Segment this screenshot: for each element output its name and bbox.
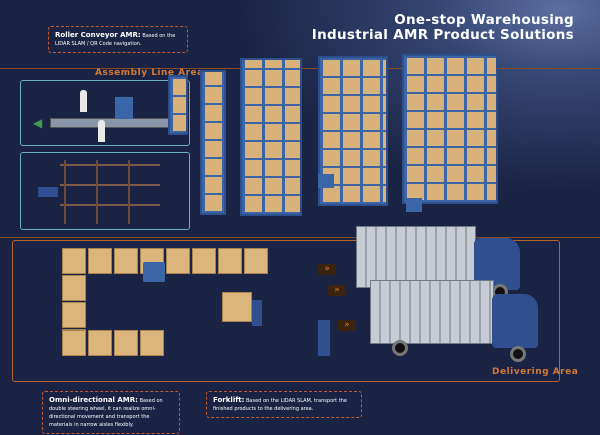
cargo-box	[192, 248, 216, 274]
cargo-box	[88, 248, 112, 274]
direction-arrow-icon: »	[318, 264, 336, 275]
assembly-area-label: Assembly Line Area	[95, 68, 204, 78]
forklift-load	[222, 292, 252, 322]
assembly-line-cell	[20, 80, 190, 146]
cargo-box	[114, 248, 138, 274]
truck-wheel	[510, 346, 526, 362]
cargo-box	[166, 248, 190, 274]
storage-rack	[200, 70, 226, 215]
roller-conveyor-callout: Roller Conveyor AMR: Based on the LIDAR …	[48, 26, 188, 53]
callout-text: Based on double steering wheel, it can r…	[49, 398, 163, 428]
storage-rack	[402, 54, 498, 204]
page-title: One-stop Warehousing Industrial AMR Prod…	[312, 13, 574, 43]
cargo-box	[140, 330, 164, 356]
machine	[115, 97, 133, 119]
cargo-box	[62, 330, 86, 356]
callout-title: Forklift:	[213, 396, 245, 404]
forklift	[318, 320, 330, 356]
material-carts	[60, 160, 160, 224]
cargo-box	[62, 248, 86, 274]
direction-arrow-icon: »	[328, 285, 346, 296]
worker-figure	[80, 90, 87, 112]
callout-title: Omni-directional AMR:	[49, 396, 138, 404]
roller-conveyor-amr	[38, 187, 58, 197]
truck-wheel	[392, 340, 408, 356]
delivery-truck-cab	[492, 294, 538, 348]
roller-station-cell	[20, 152, 190, 230]
worker-figure	[98, 120, 105, 142]
callout-title: Roller Conveyor AMR:	[55, 31, 141, 39]
assembly-conveyor	[50, 118, 170, 128]
direction-arrow-icon: »	[338, 320, 356, 331]
forklift-callout: Forklift: Based on the LIDAR SLAM, trans…	[206, 391, 362, 418]
callout-text: Based on the LIDAR SLAM / QR Code naviga…	[55, 33, 176, 47]
delivery-truck-box	[370, 280, 494, 344]
omni-directional-callout: Omni-directional AMR: Based on double st…	[42, 391, 180, 434]
agv-robot	[406, 198, 422, 212]
cargo-box	[244, 248, 268, 274]
cargo-box	[62, 302, 86, 328]
delivery-truck-box	[356, 226, 476, 288]
cargo-box	[62, 275, 86, 301]
title-line-2: Industrial AMR Product Solutions	[311, 27, 574, 43]
agv-robot	[318, 174, 334, 188]
cargo-box	[88, 330, 112, 356]
storage-rack	[318, 56, 388, 206]
callout-text: Based on the LIDAR SLAM, transport the f…	[213, 398, 347, 412]
omni-directional-amr	[143, 262, 165, 282]
title-line-1: One-stop Warehousing	[394, 12, 574, 28]
delivering-area-label: Delivering Area	[492, 367, 579, 377]
forklift	[252, 300, 262, 326]
cargo-box	[114, 330, 138, 356]
delivering-area-outline	[12, 240, 560, 382]
conveyor-tower	[168, 75, 188, 135]
exit-arrow-icon: ◀	[33, 116, 43, 130]
cargo-box	[218, 248, 242, 274]
storage-rack	[240, 58, 302, 216]
